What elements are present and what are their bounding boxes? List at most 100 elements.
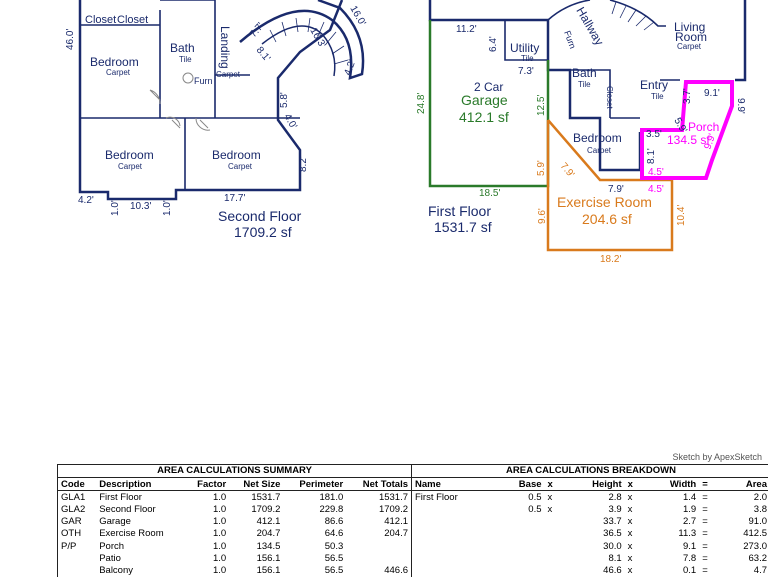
table-cell: Garage (99, 516, 131, 528)
table-cell: GLA2 (61, 504, 86, 516)
floor-type-label: Tile (651, 92, 664, 101)
table-cell (346, 540, 411, 552)
dimension-label: 4.2' (78, 195, 94, 206)
breakdown-caption: AREA CALCULATIONS BREAKDOWN (412, 465, 768, 479)
table-cell: Porch (99, 540, 125, 552)
table-cell: x (627, 552, 633, 564)
column-header: Code (58, 477, 97, 492)
dimension-label: 12.5' (536, 95, 547, 116)
table-cell: 3.9 (608, 504, 622, 516)
table-cell: 412.1 (256, 516, 281, 528)
porch-outline (640, 80, 734, 180)
column-header: Width (643, 477, 700, 492)
dimension-label: 18.2' (600, 254, 621, 265)
second-floor-stair-inner (261, 25, 336, 77)
column-header: Area (718, 477, 768, 492)
area-calculations: AREA CALCULATIONS SUMMARY Code Descripti… (57, 464, 768, 577)
dimension-label: 9.1' (704, 88, 720, 99)
table-cell: 1709.2 (378, 504, 408, 516)
dimension-label: 7.9' (558, 161, 577, 180)
table-cell: First Floor (99, 491, 142, 503)
table-header-row: Name Base x Height x Width = Area (412, 477, 768, 492)
floor-type-label: Carpet (587, 146, 612, 155)
living-room-label-2: Room (675, 30, 707, 44)
bath-label: Bath (572, 66, 597, 80)
table-cell: 4.7 (753, 565, 767, 577)
floor-type-label: Tile (179, 55, 192, 64)
table-cell: 0.5 (528, 504, 542, 516)
table-cell (346, 553, 411, 565)
dimension-label: 1.0' (110, 200, 121, 216)
table-cell: 86.6 (324, 516, 344, 528)
table-cell: GAR (61, 516, 82, 528)
garage-area: 412.1 sf (459, 109, 509, 125)
table-cell: 446.6 (384, 565, 408, 577)
dimension-label: 4.5' (648, 184, 664, 195)
dimension-label: 5.9' (536, 160, 547, 176)
table-cell: 0.1 (683, 565, 697, 577)
table-cell: x (547, 504, 553, 516)
dimension-label: 18.5' (479, 188, 500, 199)
dimension-label: 11.2' (456, 24, 477, 35)
table-cell: 56.5 (324, 565, 344, 577)
table-cell: = (702, 552, 708, 564)
dimension-label: 16.0' (347, 4, 367, 28)
table-cell (412, 553, 495, 565)
table-cell: OTH (61, 528, 82, 540)
table-cell: = (702, 504, 708, 516)
table-cell: 1.0 (212, 540, 227, 552)
exercise-room-label: Exercise Room (557, 194, 652, 210)
table-cell (495, 540, 544, 552)
area-summary-table: AREA CALCULATIONS SUMMARY Code Descripti… (58, 465, 412, 577)
table-cell: x (627, 565, 633, 577)
column-header: Height (563, 477, 625, 492)
table-cell: 1531.7 (251, 491, 281, 503)
exercise-room-outline (546, 119, 674, 252)
second-floor-dimensions: 46.0' 7.7' 16.3' 16.0' 8.1' 4.2' 5.8' 4.… (65, 4, 368, 216)
table-cell: 7.8 (683, 552, 697, 564)
closet-label: Closet (605, 86, 614, 109)
table-cell: 64.6 (324, 528, 344, 540)
table-cell: 2.0 (753, 491, 767, 503)
second-floor-interior-walls (80, 0, 300, 190)
table-cell: = (702, 540, 708, 552)
second-floor-steps (269, 17, 349, 65)
table-cell (545, 516, 564, 528)
table-cell (412, 516, 495, 528)
summary-caption: AREA CALCULATIONS SUMMARY (58, 465, 412, 479)
table-cell: x (547, 491, 553, 503)
floor-plan-sketch: Closet Closet Bedroom Carpet Bath Tile F… (65, 0, 747, 265)
column-header: Factor (185, 477, 230, 492)
dimension-label: 16.3' (307, 26, 327, 50)
table-cell: 1709.2 (251, 504, 281, 516)
table-cell: 229.8 (319, 504, 344, 516)
dimension-label: 3.5' (646, 129, 662, 140)
dimension-label: 7.9' (608, 184, 624, 195)
table-cell: = (702, 565, 708, 577)
table-cell: 9.1 (683, 540, 697, 552)
column-header: x (624, 477, 644, 492)
closet-label-1: Closet (85, 14, 116, 26)
hallway-stair-arc (547, 0, 666, 27)
dimension-label: 7.3' (518, 66, 534, 77)
table-cell: 2.8 (608, 491, 622, 503)
table-cell: x (627, 540, 633, 552)
table-cell: 50.3 (324, 540, 344, 552)
bath-label: Bath (170, 41, 195, 55)
table-cell: 3.8 (753, 504, 767, 516)
table-cell (412, 528, 495, 540)
column-header: Net Totals (346, 477, 412, 492)
furn-label: Furn (562, 29, 578, 50)
table-cell: 56.5 (324, 552, 344, 564)
table-cell: 0.5 (528, 491, 542, 503)
dimension-label: 3.7' (682, 88, 693, 104)
first-floor-labels: Hallway Furn Utility Tile 2 Car Garage 4… (428, 5, 719, 236)
floor-area: 1709.2 sf (234, 224, 292, 240)
